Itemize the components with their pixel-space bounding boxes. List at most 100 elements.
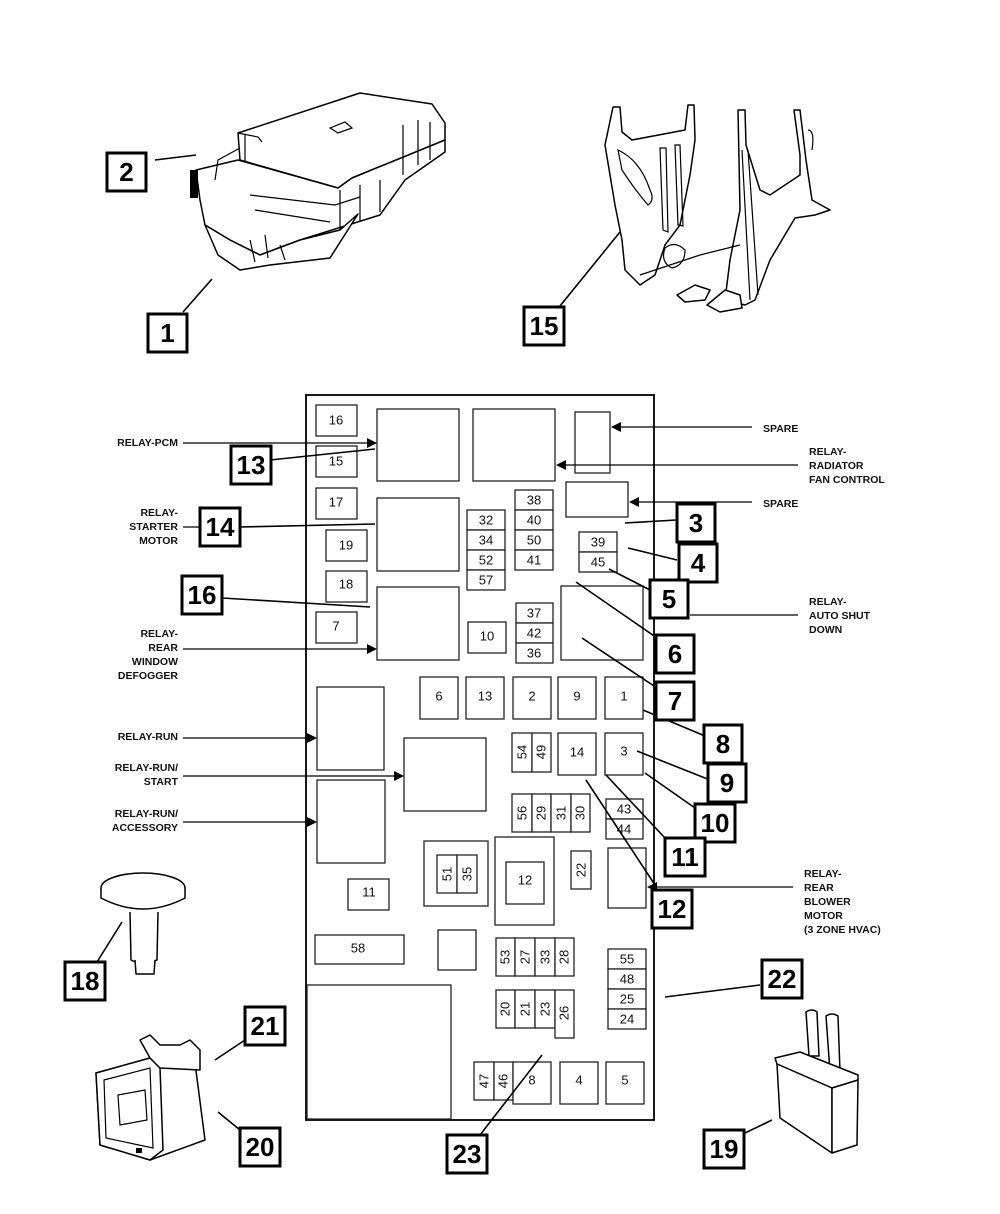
fuse-slot-9: 9 — [557, 676, 597, 720]
relay-spare-2 — [565, 481, 629, 518]
callout-19: 19 — [702, 1128, 746, 1170]
relay-starter-motor — [376, 497, 460, 572]
fuse-pair-51-35: 51 35 — [423, 840, 489, 907]
svg-text:1: 1 — [160, 318, 174, 348]
fuse-slot-11: 11 — [347, 878, 390, 911]
svg-text:45: 45 — [591, 555, 605, 570]
fuse-slot-58: 58 — [314, 934, 405, 965]
relay-auto-shut-down — [560, 585, 644, 661]
svg-text:STARTER: STARTER — [129, 521, 178, 533]
svg-text:AUTO SHUT: AUTO SHUT — [809, 610, 871, 622]
svg-text:25: 25 — [620, 992, 634, 1007]
fuse-column-c: 39 45 — [578, 531, 618, 573]
svg-text:58: 58 — [351, 941, 365, 956]
svg-text:START: START — [144, 776, 179, 788]
svg-text:11: 11 — [671, 842, 699, 872]
relay-rear-blower-motor — [607, 847, 647, 909]
svg-text:RELAY-: RELAY- — [140, 507, 178, 519]
fuse-box-layout: 16 15 17 19 18 7 32 34 52 57 38 40 50 41… — [305, 394, 655, 1121]
callout-5: 5 — [648, 578, 690, 620]
svg-text:20: 20 — [498, 1002, 513, 1016]
relay-connector-illustration — [95, 1034, 206, 1161]
svg-text:54: 54 — [515, 745, 530, 759]
fuse-slot-15: 15 — [315, 445, 358, 478]
svg-text:15: 15 — [329, 454, 343, 469]
svg-text:13: 13 — [237, 450, 266, 480]
svg-text:21: 21 — [518, 1002, 533, 1016]
svg-text:39: 39 — [591, 535, 605, 550]
callout-14: 14 — [198, 506, 242, 548]
svg-text:27: 27 — [518, 950, 533, 964]
svg-text:4: 4 — [691, 548, 706, 578]
relay-run-start — [403, 737, 487, 812]
callout-11: 11 — [663, 836, 707, 878]
label-relay-auto-shut-down: RELAY- AUTO SHUT DOWN — [690, 596, 871, 636]
svg-text:34: 34 — [479, 533, 493, 548]
svg-text:21: 21 — [251, 1011, 280, 1041]
svg-text:12: 12 — [658, 894, 687, 924]
svg-text:19: 19 — [339, 538, 353, 553]
svg-text:56: 56 — [515, 806, 530, 820]
callout-9: 9 — [706, 762, 748, 804]
svg-text:REAR: REAR — [804, 882, 834, 894]
svg-text:28: 28 — [557, 950, 572, 964]
push-pin-illustration — [100, 872, 186, 975]
svg-text:WINDOW: WINDOW — [132, 656, 178, 668]
callout-15: 15 — [522, 305, 566, 347]
svg-text:16: 16 — [188, 580, 217, 610]
svg-text:13: 13 — [478, 689, 492, 704]
svg-text:41: 41 — [527, 553, 541, 568]
label-relay-pcm: RELAY-PCM — [117, 437, 377, 449]
callout-23: 23 — [445, 1133, 489, 1175]
callout-leaders — [221, 448, 761, 1136]
svg-text:5: 5 — [662, 584, 676, 614]
svg-text:42: 42 — [527, 626, 541, 641]
callout-21: 21 — [243, 1005, 287, 1047]
svg-text:DEFOGGER: DEFOGGER — [118, 670, 179, 682]
svg-text:RELAY-: RELAY- — [804, 868, 842, 880]
svg-text:50: 50 — [527, 533, 541, 548]
label-spare-2: SPARE — [629, 497, 798, 510]
svg-text:20: 20 — [246, 1132, 275, 1162]
svg-text:29: 29 — [534, 806, 549, 820]
fuse-row-56-29-31-30: 56 29 31 30 — [511, 793, 591, 833]
svg-text:48: 48 — [620, 972, 634, 987]
svg-text:RELAY-RUN/: RELAY-RUN/ — [115, 762, 178, 774]
svg-text:RADIATOR: RADIATOR — [809, 460, 864, 472]
fuse-slot-4: 4 — [559, 1061, 599, 1105]
svg-text:MOTOR: MOTOR — [139, 535, 178, 547]
fuse-row-20-21-23-26: 20 21 23 26 — [495, 989, 575, 1039]
fuse-slot-12: 12 — [494, 836, 555, 926]
svg-text:14: 14 — [206, 512, 235, 542]
leader-line-15 — [559, 231, 621, 307]
label-relay-run-start: RELAY-RUN/ START — [115, 762, 404, 788]
svg-text:32: 32 — [479, 513, 493, 528]
callout-10: 10 — [693, 802, 737, 844]
svg-text:19: 19 — [710, 1134, 739, 1164]
svg-text:8: 8 — [528, 1073, 535, 1088]
svg-text:1: 1 — [620, 689, 627, 704]
svg-text:4: 4 — [575, 1073, 582, 1088]
fuse-row-47-46-8: 47 46 8 — [473, 1061, 552, 1105]
fuse-slot-14: 14 — [557, 732, 597, 776]
fuse-column-55-48-25-24: 55 48 25 24 — [607, 948, 647, 1030]
svg-text:30: 30 — [573, 806, 588, 820]
callout-16: 16 — [180, 574, 224, 616]
fuse-column-d: 37 42 36 — [515, 602, 554, 664]
svg-text:22: 22 — [768, 964, 797, 994]
svg-text:10: 10 — [701, 808, 730, 838]
svg-text:MOTOR: MOTOR — [804, 910, 843, 922]
svg-text:49: 49 — [534, 745, 549, 759]
leader-line-2 — [154, 154, 197, 161]
callout-2: 2 — [105, 151, 148, 193]
relay-run — [316, 686, 385, 771]
label-relay-rear-blower-motor: RELAY- REAR BLOWER MOTOR (3 ZONE HVAC) — [647, 868, 881, 936]
callout-1: 1 — [146, 312, 189, 354]
svg-text:35: 35 — [460, 867, 475, 881]
label-relay-run: RELAY-RUN — [118, 731, 317, 743]
svg-text:53: 53 — [498, 950, 513, 964]
svg-text:52: 52 — [479, 553, 493, 568]
svg-text:RELAY-: RELAY- — [809, 596, 847, 608]
svg-text:43: 43 — [617, 802, 631, 817]
